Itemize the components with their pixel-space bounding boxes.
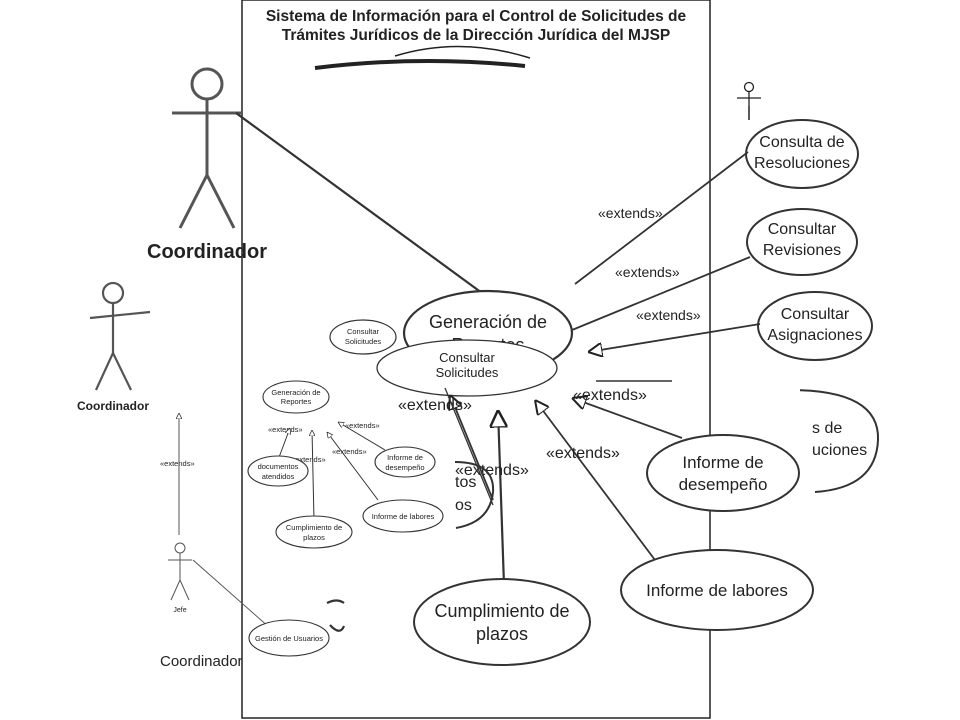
actor-small-top-right xyxy=(737,81,761,120)
use-case-cumplimiento-plazos-small-l1: Cumplimiento de xyxy=(286,523,342,532)
system-title-line1: Sistema de Información para el Control d… xyxy=(266,8,687,25)
use-case-consulta-resoluciones-l2: Resoluciones xyxy=(754,155,850,172)
actor-jefe-label: Jefe xyxy=(173,607,186,614)
small-extends-line-informe-desempeno xyxy=(338,421,386,451)
use-case-informe-labores-large-label: Informe de labores xyxy=(646,581,788,600)
use-case-informe-labores-small[interactable]: Informe de labores xyxy=(362,499,444,533)
cropped-ellipse-top-2 xyxy=(394,45,531,59)
extends-line-informe-labores xyxy=(535,400,656,561)
use-case-informe-labores-small-label: Informe de labores xyxy=(372,512,435,521)
resoluciones-fragment-l1: s de xyxy=(812,420,842,437)
extends-line-informe-desempeno xyxy=(572,398,683,439)
small-extends-label-4: «extends» xyxy=(332,447,367,456)
cropped-arc-2 xyxy=(329,624,346,632)
use-case-consultar-revisiones[interactable]: Consultar Revisiones xyxy=(746,208,858,276)
tos-fragment-l2: os xyxy=(455,497,472,514)
extends-label-cumplimiento: «extends» xyxy=(455,462,529,479)
use-case-generacion-reportes-large-l1: Generación de xyxy=(429,312,547,332)
use-case-informe-desempeno-large-l2: desempeño xyxy=(679,475,768,494)
actor-coordinador-large xyxy=(172,67,242,229)
use-case-gestion-usuarios[interactable]: Gestión de Usuarios xyxy=(248,619,330,657)
small-extends-line-cumplimiento xyxy=(312,430,314,521)
use-case-consultar-solicitudes-small[interactable]: Consultar Solicitudes xyxy=(329,319,397,355)
small-extends-label-3: «extends» xyxy=(291,455,326,464)
small-extends-label-1: «extends» xyxy=(268,425,303,434)
association-jefe-gestion xyxy=(192,559,271,629)
system-title-line2: Trámites Jurídicos de la Dirección Juríd… xyxy=(282,27,671,44)
use-case-cumplimiento-plazos-small-l2: plazos xyxy=(303,533,325,542)
use-case-documentos-atendidos-l2: atendidos xyxy=(262,472,295,481)
use-case-consulta-resoluciones-l1: Consulta de xyxy=(759,134,844,151)
use-case-generacion-reportes-small-l1: Generación de xyxy=(271,388,320,397)
cropped-extends-strip xyxy=(593,376,673,384)
cropped-arc-1 xyxy=(326,599,345,604)
extends-label-informe-desempeno: «extends» xyxy=(573,387,647,404)
small-extends-line-documentos xyxy=(277,428,290,461)
use-case-consultar-solicitudes-small-l1: Consultar xyxy=(347,327,380,336)
use-case-informe-labores-large[interactable]: Informe de labores xyxy=(620,549,814,631)
actor-coordinador-medium xyxy=(89,281,151,391)
tos-fragment-l1: tos xyxy=(455,474,476,491)
use-case-cumplimiento-plazos-small[interactable]: Cumplimiento de plazos xyxy=(275,515,353,549)
actor-coordinador-medium-label: Coordinador xyxy=(77,399,149,413)
use-case-documentos-atendidos[interactable]: documentos atendidos xyxy=(247,455,309,487)
use-case-consultar-asignaciones[interactable]: Consultar Asignaciones xyxy=(757,291,873,361)
use-case-tos-fragment: tos os xyxy=(454,461,495,529)
extends-label-resoluciones: «extends» xyxy=(598,205,663,221)
jefe-extends-label: «extends» xyxy=(160,459,195,468)
extends-line-documentos-2 xyxy=(444,387,494,506)
use-case-generacion-reportes-small-l2: Reportes xyxy=(281,397,312,406)
extends-line-resoluciones xyxy=(574,151,749,285)
use-case-informe-desempeno-small[interactable]: Informe de desempeño xyxy=(374,446,436,478)
use-case-consultar-asignaciones-l2: Asignaciones xyxy=(767,327,862,344)
use-case-documentos-atendidos-l1: documentos xyxy=(258,462,299,471)
use-case-consultar-solicitudes-large-l1: Consultar xyxy=(439,350,495,365)
resoluciones-fragment-l2: uciones xyxy=(812,442,867,459)
use-case-consultar-solicitudes-small-l2: Solicitudes xyxy=(345,337,382,346)
use-case-cumplimiento-plazos-large[interactable]: Cumplimiento de plazos xyxy=(413,578,591,666)
actor-jefe xyxy=(168,542,192,601)
use-case-consultar-asignaciones-l1: Consultar xyxy=(781,306,850,323)
extends-line-documentos xyxy=(450,395,494,501)
small-extends-line-informe-labores xyxy=(327,432,379,501)
actor-coordinador-bottom-label: Coordinador xyxy=(160,653,243,670)
use-case-cumplimiento-plazos-large-l1: Cumplimiento de xyxy=(434,601,569,621)
use-case-informe-desempeno-small-l1: Informe de xyxy=(387,453,423,462)
association-coordinador-generacion xyxy=(235,112,483,294)
extends-line-cumplimiento xyxy=(498,410,504,586)
use-case-consultar-solicitudes-large[interactable]: Consultar Solicitudes xyxy=(376,339,558,397)
extends-line-asignaciones xyxy=(588,323,761,352)
use-case-generacion-reportes-small[interactable]: Generación de Reportes xyxy=(262,380,330,414)
actor-coordinador-large-label: Coordinador xyxy=(147,241,267,263)
use-case-informe-desempeno-small-l2: desempeño xyxy=(385,463,424,472)
extends-label-informe-labores: «extends» xyxy=(546,445,620,462)
extends-label-asignaciones: «extends» xyxy=(636,307,701,323)
extends-line-revisiones xyxy=(571,256,751,331)
use-case-consultar-revisiones-l1: Consultar xyxy=(768,221,837,238)
use-case-consultar-solicitudes-large-l2: Solicitudes xyxy=(436,365,499,380)
small-extends-label-2: «extends» xyxy=(345,421,380,430)
use-case-informe-desempeno-large[interactable]: Informe de desempeño xyxy=(646,434,800,512)
cropped-ellipse-top xyxy=(314,58,526,70)
use-case-consulta-resoluciones[interactable]: Consulta de Resoluciones xyxy=(745,119,859,189)
extends-label-revisiones: «extends» xyxy=(615,264,680,280)
use-case-informe-desempeno-large-l1: Informe de xyxy=(682,453,763,472)
use-case-cumplimiento-plazos-large-l2: plazos xyxy=(476,624,528,644)
use-case-gestion-usuarios-label: Gestión de Usuarios xyxy=(255,634,323,643)
use-case-consultar-revisiones-l2: Revisiones xyxy=(763,242,841,259)
extends-label-documentos: «extends» xyxy=(398,397,472,414)
